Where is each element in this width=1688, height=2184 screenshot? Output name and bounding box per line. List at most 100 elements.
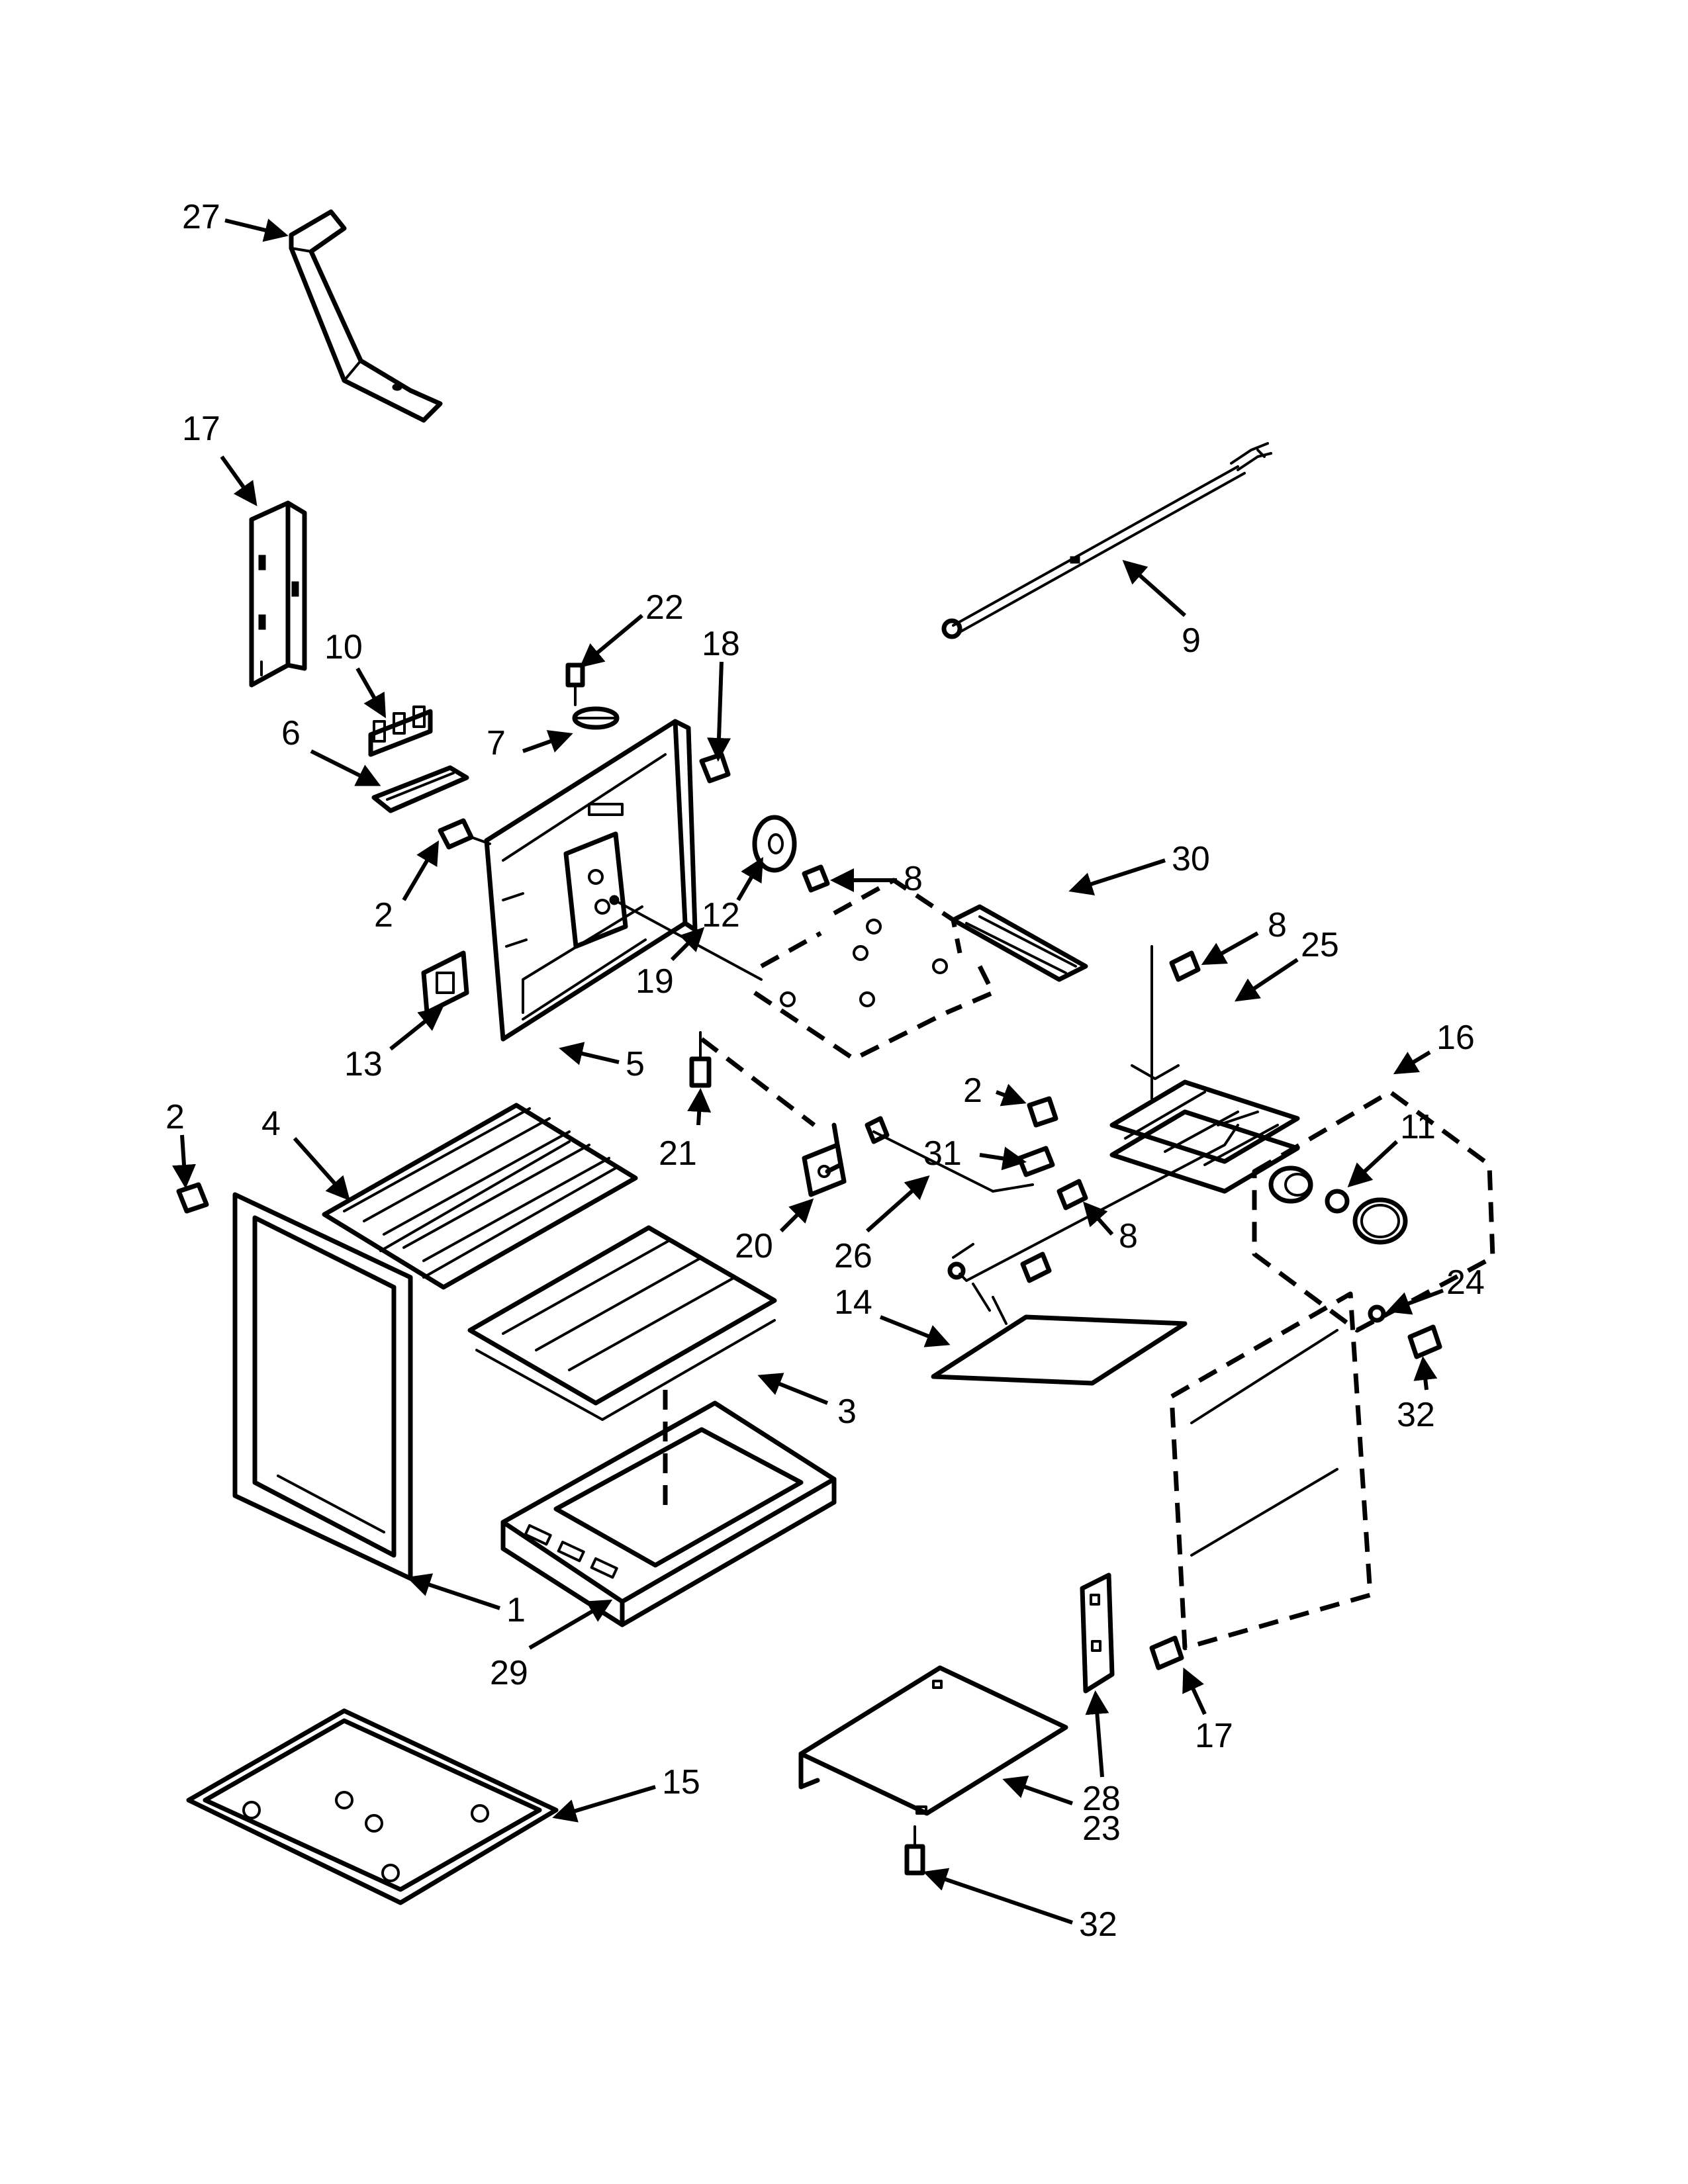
leader-25 (1235, 958, 1299, 1002)
part-14-bake-element (931, 1283, 1188, 1386)
callout-27: 27 (182, 198, 220, 236)
part-11-light-bulb (1268, 1165, 1408, 1245)
part-12-disk (752, 815, 797, 873)
part-31-clip (1017, 1146, 1055, 1177)
leader-8b (1201, 931, 1259, 965)
part-10-terminal-block (368, 705, 433, 757)
leader-2c (172, 1134, 196, 1189)
leader-21 (687, 1088, 712, 1126)
callout-31: 31 (923, 1134, 962, 1173)
callout-32: 32 (1079, 1905, 1117, 1944)
callout-8: 8 (1268, 906, 1287, 944)
callout-8: 8 (1119, 1217, 1138, 1255)
part-8-screw (1169, 950, 1201, 982)
part-32-screw (904, 1825, 925, 1876)
callout-labels: 27 17 22 18 10 7 6 9 2 12 8 30 8 25 19 1… (165, 198, 1485, 1944)
callout-12: 12 (702, 896, 740, 934)
part-9-harness-upper (941, 442, 1272, 639)
part-20-hinge (802, 1142, 847, 1197)
part-8-screw (802, 864, 830, 893)
part-29-storage-drawer (500, 1390, 837, 1627)
leader-18 (707, 661, 731, 762)
callout-26: 26 (834, 1237, 872, 1275)
callout-1: 1 (506, 1591, 526, 1629)
part-24-spacer (1368, 1304, 1386, 1323)
callout-4: 4 (261, 1105, 281, 1143)
part-3-roll-out-rack (467, 1225, 777, 1421)
part-17-screw (1149, 1635, 1184, 1670)
leader-32a (1413, 1356, 1438, 1390)
callout-8: 8 (904, 860, 923, 898)
part-26-sensor (865, 1116, 1034, 1193)
part-4-oven-rack (322, 1103, 638, 1290)
part-2-screw (438, 818, 491, 850)
part-30-element-cover (951, 904, 1088, 982)
callout-2: 2 (963, 1071, 982, 1110)
callout-11: 11 (1400, 1108, 1436, 1146)
leader-26 (866, 1175, 930, 1233)
leader-5 (559, 1042, 620, 1066)
part-8-screw (1020, 1251, 1052, 1283)
callout-24: 24 (1446, 1263, 1485, 1302)
callout-2: 2 (165, 1098, 185, 1136)
part-15-bottom-tray (186, 1708, 559, 1905)
part-7-thermostat (572, 706, 620, 730)
part-6-bracket (371, 765, 469, 813)
callout-22: 22 (645, 588, 684, 627)
part-23-base-plate (798, 1665, 1068, 1816)
leader-15 (552, 1785, 656, 1823)
part-21-screw (689, 1031, 712, 1088)
part-13-bracket (421, 950, 469, 1015)
leader-10 (355, 667, 386, 719)
part-2-screw (176, 1182, 209, 1214)
callout-19: 19 (635, 962, 674, 1001)
oven-cavity-frame (700, 878, 996, 1174)
part-27-bracket (289, 209, 443, 423)
leader-19 (670, 927, 705, 962)
leader-22 (579, 614, 643, 668)
part-17-bracket (249, 500, 307, 688)
callout-14: 14 (834, 1283, 872, 1322)
part-28-bracket (1080, 1572, 1115, 1694)
leader-1 (406, 1573, 500, 1610)
part-2-screw (1027, 1096, 1058, 1128)
leader-27 (224, 218, 289, 242)
part-18-connector (699, 752, 731, 784)
leader-24 (1386, 1289, 1444, 1315)
leader-31 (979, 1146, 1027, 1171)
callout-32: 32 (1397, 1396, 1435, 1434)
leader-12 (736, 856, 764, 901)
leader-17b (1182, 1667, 1207, 1715)
part-16-light-assembly-group (1252, 1089, 1495, 1333)
leader-32b (923, 1868, 1073, 1925)
leader-28 (1085, 1690, 1109, 1778)
oven-side-panel (1169, 1291, 1373, 1651)
leader-14 (879, 1315, 951, 1347)
leader-17a (220, 455, 258, 506)
leader-13 (389, 1007, 444, 1051)
part-25-broil-element (1109, 945, 1300, 1194)
callout-29: 29 (490, 1654, 528, 1692)
leader-9 (1122, 560, 1186, 617)
callout-25: 25 (1301, 926, 1339, 964)
callout-18: 18 (702, 625, 740, 663)
callout-9: 9 (1182, 621, 1201, 660)
callout-13: 13 (344, 1045, 383, 1083)
leader-4 (293, 1137, 350, 1201)
part-5-rear-panel (484, 719, 698, 1042)
part-8-screw (1056, 1179, 1088, 1210)
callout-7: 7 (487, 724, 506, 762)
leader-20 (779, 1198, 814, 1233)
callout-5: 5 (626, 1045, 645, 1083)
callout-3: 3 (837, 1392, 857, 1431)
callout-20: 20 (735, 1227, 773, 1265)
leader-8c (1083, 1201, 1114, 1236)
callout-6: 6 (281, 714, 301, 752)
callout-23: 23 (1082, 1809, 1121, 1848)
leader-lines (172, 218, 1444, 1925)
callout-30: 30 (1172, 840, 1210, 878)
leader-16 (1393, 1050, 1431, 1075)
leader-23 (1002, 1775, 1073, 1805)
leader-3 (757, 1373, 829, 1405)
